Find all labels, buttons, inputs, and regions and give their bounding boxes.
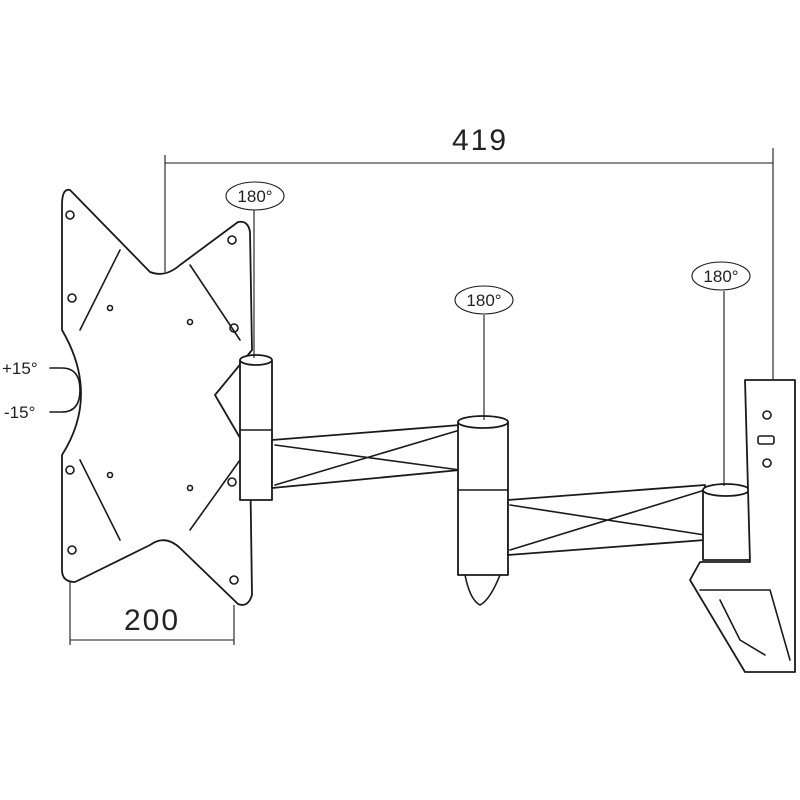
cable-hook (464, 574, 501, 606)
rotation-arrow-icon (225, 181, 285, 211)
tilt-indicator: +15° -15° (2, 359, 81, 422)
vesa-plate (61, 188, 253, 606)
tilt-up-label: +15° (2, 359, 38, 378)
wall-joint-cylinder (702, 489, 751, 561)
rotation-label-plate: 180° (225, 181, 285, 358)
wall-plate (689, 379, 796, 673)
rotation-label-wall: 180° (691, 261, 751, 486)
svg-text:180°: 180° (237, 187, 272, 206)
middle-joint-cylinder (457, 421, 509, 576)
tilt-arrow-icon (49, 367, 81, 413)
mounting-holes (65, 210, 239, 585)
rotation-arrow-icon (454, 285, 514, 315)
dimension-label-419: 419 (452, 124, 508, 157)
vesa-plate-outline (61, 188, 253, 606)
plate-ribs (79, 249, 241, 541)
svg-text:180°: 180° (703, 267, 738, 286)
second-arm-struts (509, 489, 706, 551)
wall-joint (702, 483, 751, 561)
dimension-200: 200 (69, 580, 235, 645)
rotation-arrow-icon (691, 261, 751, 291)
wall-plate-bracket (699, 589, 791, 661)
wall-plate-outline (689, 379, 796, 673)
svg-text:180°: 180° (466, 291, 501, 310)
tilt-down-label: -15° (4, 403, 35, 422)
plate-joint (239, 354, 273, 501)
dimension-label-200: 200 (124, 604, 180, 637)
rotation-label-middle: 180° (454, 285, 514, 420)
dimension-419: 419 (164, 124, 774, 382)
first-arm-struts (274, 429, 461, 486)
middle-joint (457, 415, 509, 606)
